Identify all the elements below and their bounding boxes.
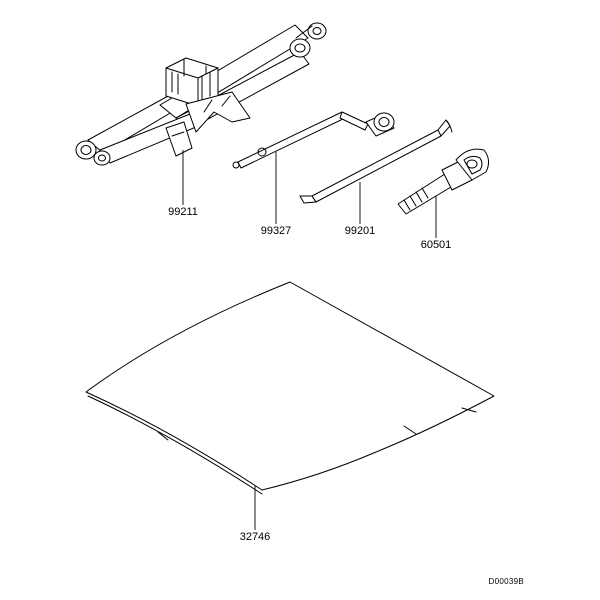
leader-lines [182, 150, 437, 530]
part-label-eye-bolt: 60501 [421, 239, 452, 251]
scissor-jack-drawing [75, 22, 327, 166]
jack-handle-drawing [232, 111, 395, 169]
reference-code: D00039B [489, 577, 524, 586]
tool-mat-drawing [85, 281, 495, 495]
part-label-jack-handle: 99327 [261, 225, 292, 237]
eye-bolt-drawing [397, 148, 490, 215]
part-label-tool-mat: 32746 [240, 531, 271, 543]
wheel-wrench-drawing [299, 119, 453, 204]
part-label-wheel-wrench: 99201 [345, 225, 376, 237]
part-label-jack: 99211 [168, 206, 198, 218]
